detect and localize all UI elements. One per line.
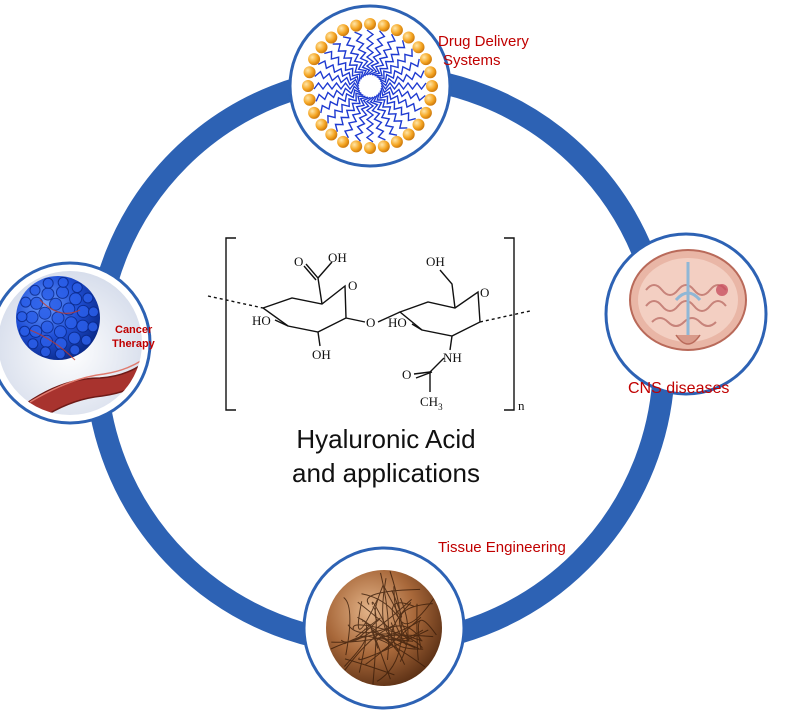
nh-label: NH	[443, 350, 462, 365]
drug-delivery-label-line1: Drug Delivery	[438, 33, 529, 50]
oh-bottom-label: OH	[312, 347, 331, 362]
methyl-text: CH	[420, 394, 438, 409]
cancer-therapy-node[interactable]	[0, 261, 156, 430]
ring-o-left-label: O	[348, 278, 357, 293]
cancer-cell-icon	[0, 271, 142, 415]
methyl-subscript: 3	[438, 402, 443, 412]
brain-icon	[629, 249, 747, 351]
drug-delivery-node[interactable]	[288, 4, 452, 168]
repeat-n-label: n	[518, 398, 525, 413]
ring-o-right-label: O	[480, 285, 489, 300]
ch2oh-oh-label: OH	[426, 254, 445, 269]
acid-o-label: O	[294, 254, 303, 269]
ho-mid-label: HO	[388, 315, 407, 330]
liposome-icon	[302, 18, 438, 154]
glycosidic-o-label: O	[366, 315, 375, 330]
left-bracket	[225, 237, 236, 411]
drug-delivery-label-line2: Systems	[443, 52, 501, 69]
cancer-therapy-label-line2: Therapy	[112, 338, 156, 350]
right-bracket	[504, 237, 515, 411]
cns-node[interactable]	[604, 232, 768, 396]
methyl-label: CH3	[420, 394, 443, 412]
cancer-therapy-label-line1: Cancer	[115, 324, 153, 336]
scaffold-sphere-icon	[326, 570, 442, 686]
tissue-engineering-label: Tissue Engineering	[438, 539, 566, 556]
title-line2: and applications	[292, 458, 480, 488]
structure-labels: OH O HO OH O O OH HO O NH O CH3 n	[252, 250, 525, 413]
cns-label: CNS diseases	[628, 380, 729, 397]
cooh-oh-label: OH	[328, 250, 347, 265]
carbonyl-o-label: O	[402, 367, 411, 382]
ho-left-label: HO	[252, 313, 271, 328]
tissue-engineering-node[interactable]	[302, 546, 466, 710]
title-line1: Hyaluronic Acid	[296, 424, 475, 454]
hyaluronic-acid-structure	[207, 237, 531, 411]
